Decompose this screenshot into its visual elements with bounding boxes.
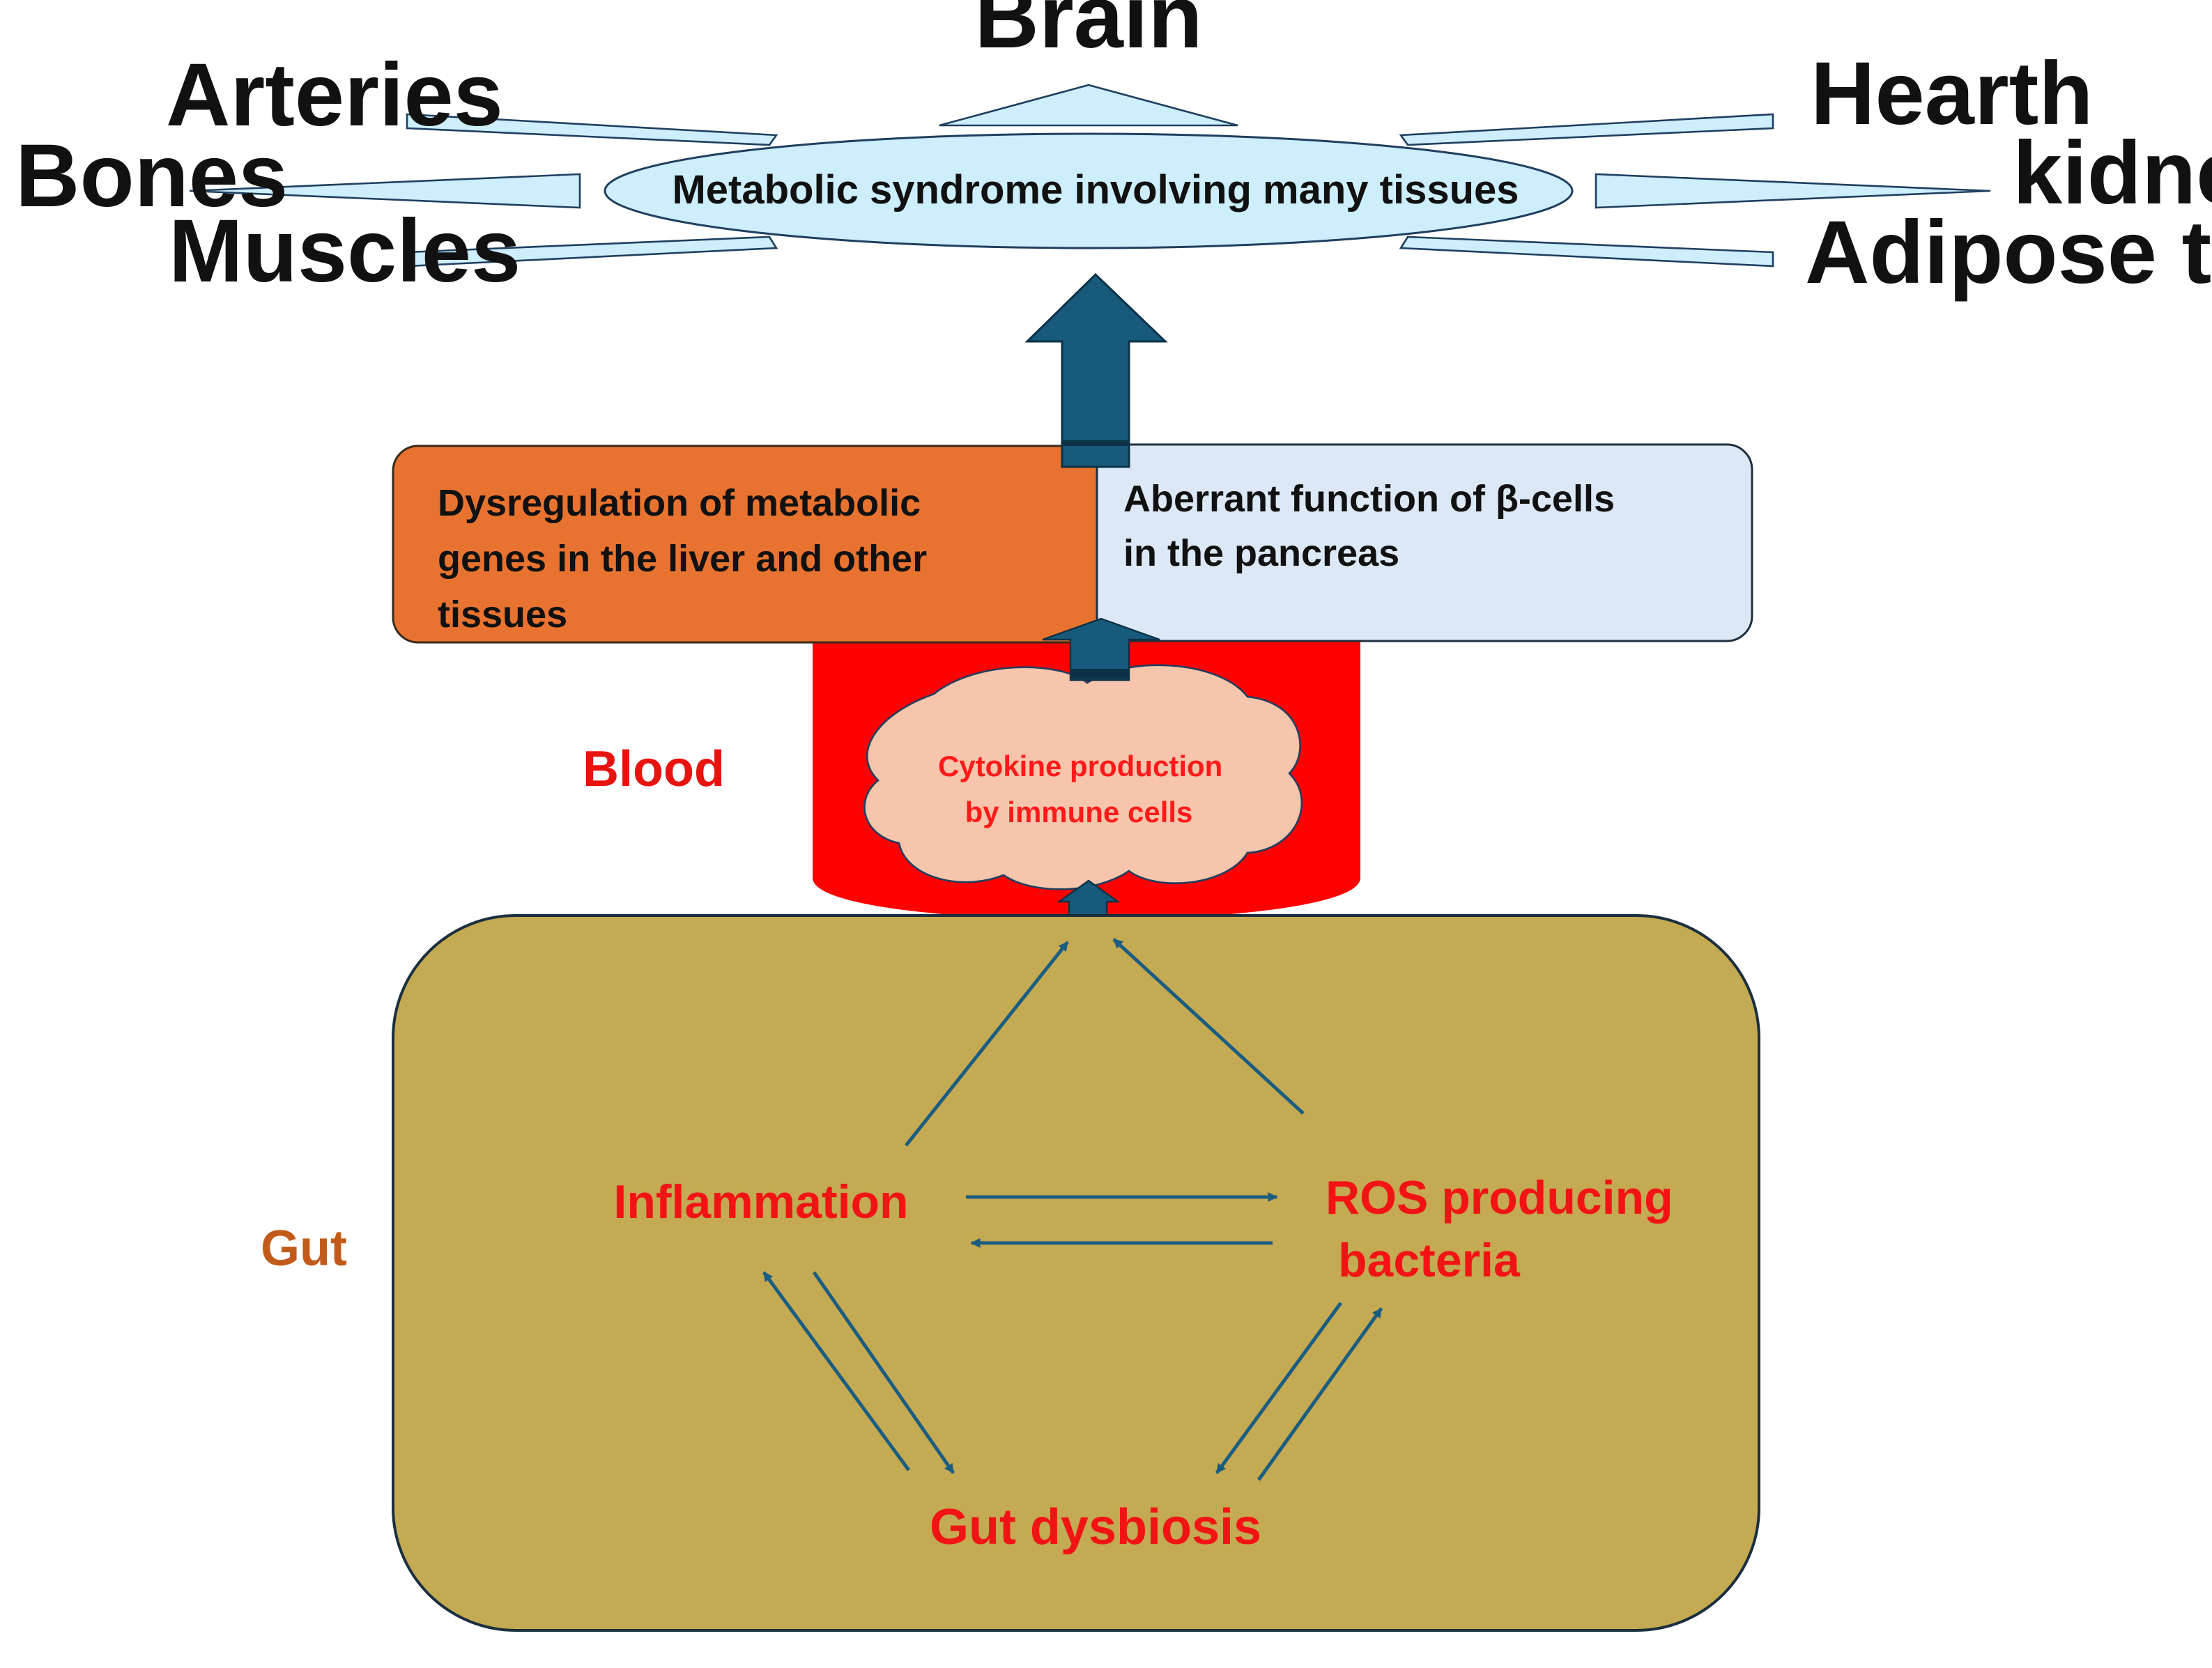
ray-adipose [1399,235,1774,268]
cytokine-line-1: Cytokine production [938,750,1222,782]
arrow-ros-to-blood [1112,938,1305,1115]
gut-arrows [762,938,1383,1481]
small-arrow-up-blood [1042,617,1160,681]
liver-line-2: genes in the liver and other [438,538,927,580]
blood-label: Blood [583,741,725,797]
ros-line-1: ROS producing [1326,1171,1673,1224]
arrow-dysbiosis-to-ros [1257,1307,1383,1481]
ray-hearth [1399,113,1774,146]
label-adipose: Adipose tissue [1805,203,2212,302]
syndrome-label: Metabolic syndrome involving many tissue… [672,167,1519,213]
pancreas-line-2: in the pancreas [1123,532,1399,574]
arrow-dysbiosis-to-inflammation [762,1271,911,1472]
label-brain: Brain [974,0,1202,67]
liver-line-3: tissues [438,594,567,635]
arrow-inflammation-to-blood [905,941,1069,1147]
pancreas-box [1096,443,1753,642]
arrow-ros-to-dysbiosis [1215,1302,1343,1474]
label-kidney: kidney [2013,123,2212,223]
label-muscles: Muscles [169,201,521,301]
cytokine-label: Cytokine production by immune cells [938,750,1231,828]
inflammation-label: Inflammation [613,1175,908,1228]
syndrome-rays [189,84,1991,268]
ray-bones [189,173,581,209]
cytokine-line-2: by immune cells [965,796,1193,828]
gut-label: Gut [261,1221,347,1276]
gut-box [392,914,1760,1632]
label-hearth: Hearth [1811,44,2093,144]
ros-label: ROS producing bacteria [1326,1171,1687,1287]
ray-brain [939,84,1238,127]
ros-line-2: bacteria [1338,1234,1521,1287]
dysbiosis-label: Gut dysbiosis [930,1499,1261,1555]
ray-kidney [1595,173,1991,209]
ray-muscles [406,235,778,268]
cytokine-cloud [863,664,1303,890]
liver-line-1: Dysregulation of metabolic [438,482,921,524]
arrow-inflammation-to-dysbiosis [812,1271,955,1474]
pancreas-line-1: Aberrant function of β-cells [1123,478,1615,520]
label-arteries: Arteries [166,45,503,145]
label-bones: Bones [15,126,288,226]
ray-arteries [406,113,778,146]
big-arrow-up [1024,272,1168,468]
pancreas-text: Aberrant function of β-cells in the panc… [1123,478,1625,574]
syndrome-ellipse [604,132,1574,249]
liver-text: Dysregulation of metabolic genes in the … [438,482,937,635]
